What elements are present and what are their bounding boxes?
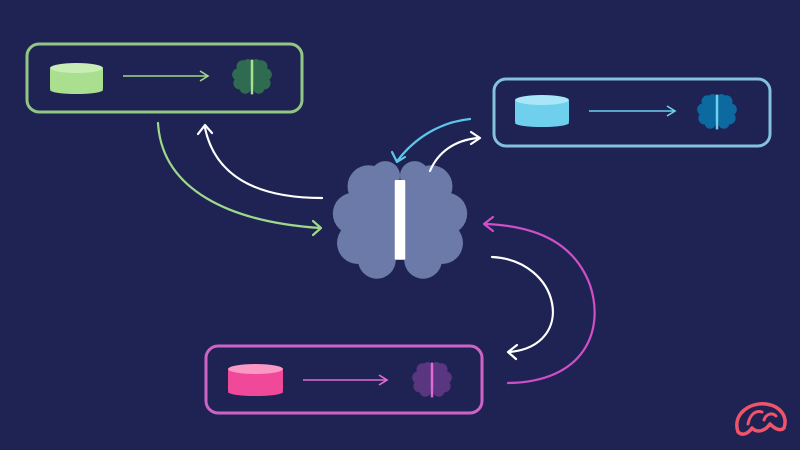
arrow-pink-to-center-head (482, 215, 495, 233)
panel-blue (492, 77, 772, 148)
database-icon (228, 364, 283, 396)
panel-pink-link-head (378, 374, 389, 386)
arrow-center-to-blue (428, 136, 480, 173)
database-bottom (515, 119, 569, 127)
arrow-center-to-pink (490, 255, 554, 354)
panel-pink-frame (204, 344, 484, 415)
arrow-center-to-green-head (196, 123, 214, 136)
database-bottom (228, 388, 283, 396)
brain-icon (232, 59, 272, 95)
panel-pink (204, 344, 484, 415)
arrow-green-to-center (156, 121, 322, 230)
arrow-center-to-pink-head (506, 343, 519, 361)
arrow-pink-to-center (483, 222, 596, 385)
flow-arrows (156, 117, 596, 385)
arrow-blue-to-center (396, 117, 472, 162)
logo-outline (735, 402, 787, 436)
panel-green-frame (25, 42, 304, 114)
brain-divider (250, 59, 254, 95)
arrow-blue-to-center-head (390, 150, 407, 164)
panel-blue-link-head (666, 105, 677, 117)
database-body (50, 68, 103, 90)
database-body (228, 369, 283, 392)
central-brain-divider (394, 180, 406, 260)
brain-icon (697, 94, 737, 130)
database-body (515, 100, 569, 123)
arrow-center-to-blue-head (469, 130, 482, 146)
logo-fold-1 (746, 410, 764, 426)
brain-logo-icon (735, 402, 787, 436)
brain-icon (412, 362, 452, 398)
database-icon (515, 95, 569, 127)
database-top (50, 63, 103, 73)
central-brain-icon (332, 161, 468, 279)
panel-blue-frame (492, 77, 772, 148)
database-top (515, 95, 569, 105)
panel-green (25, 42, 304, 114)
database-top (228, 364, 283, 374)
logo-fold-2 (762, 412, 778, 422)
brain-divider (715, 94, 719, 130)
panel-green-link-head (199, 70, 210, 82)
database-bottom (50, 86, 103, 94)
brain-divider (430, 362, 434, 398)
database-icon (50, 63, 103, 94)
arrow-center-to-green (203, 126, 324, 200)
arrow-green-to-center-head (311, 219, 323, 237)
